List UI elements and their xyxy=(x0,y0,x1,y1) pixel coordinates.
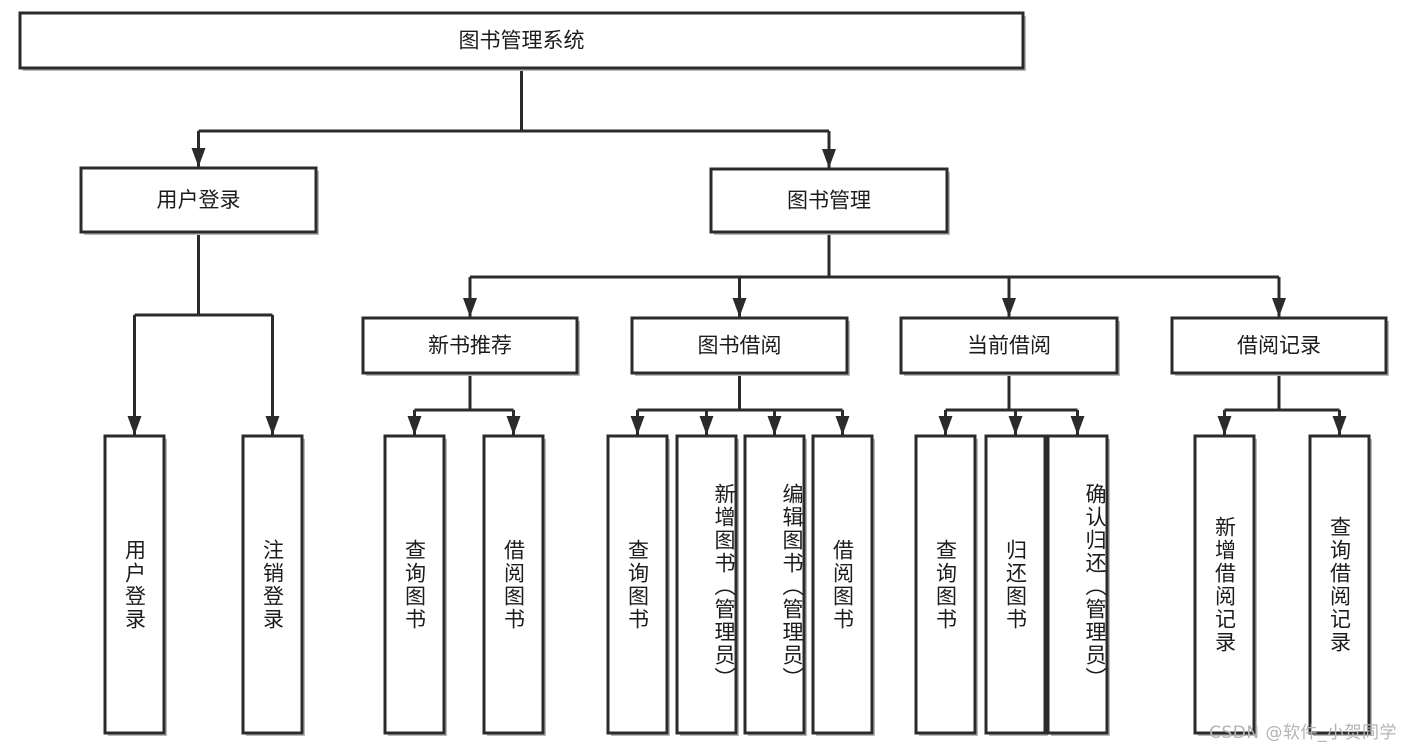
node-level2-0[interactable] xyxy=(79,166,318,234)
arrow-down-icon-leaf-4 xyxy=(630,416,645,435)
node-leaf-12[interactable] xyxy=(1308,434,1371,735)
node-leaf-5[interactable] xyxy=(675,434,738,735)
arrow-down-icon-l2-0 xyxy=(191,148,206,167)
node-leaf-1[interactable] xyxy=(241,434,304,735)
node-level3-3[interactable] xyxy=(1170,316,1388,375)
node-leaf-0[interactable] xyxy=(103,434,166,735)
arrow-down-icon-l3-2 xyxy=(1002,298,1016,317)
arrow-down-icon-leaf-0 xyxy=(127,416,142,435)
arrow-down-icon-l2-1 xyxy=(822,149,836,168)
arrow-down-icon-leaf-5 xyxy=(699,416,714,435)
arrow-down-icon-leaf-9 xyxy=(1008,416,1023,435)
arrow-down-icon-leaf-6 xyxy=(767,416,782,435)
boxes-layer xyxy=(18,11,1389,736)
node-root[interactable] xyxy=(18,11,1025,70)
node-leaf-8[interactable] xyxy=(914,434,977,735)
node-level3-1-label: 图书借阅 xyxy=(698,334,782,358)
node-leaf-6[interactable] xyxy=(743,434,806,735)
node-level3-0-label: 新书推荐 xyxy=(428,334,512,358)
node-level2-1-label: 图书管理 xyxy=(787,189,871,213)
arrow-down-icon-leaf-12 xyxy=(1332,416,1347,435)
arrow-down-icon-l3-0 xyxy=(463,298,477,317)
arrow-down-icon-l3-3 xyxy=(1272,298,1286,317)
arrow-down-icon-leaf-2 xyxy=(407,416,422,435)
node-level3-1[interactable] xyxy=(630,316,849,375)
arrow-down-icon-leaf-7 xyxy=(835,416,850,435)
node-root-label: 图书管理系统 xyxy=(459,29,585,53)
node-leaf-9[interactable] xyxy=(984,434,1047,735)
arrow-down-icon-leaf-10 xyxy=(1070,416,1085,435)
node-level2-0-label: 用户登录 xyxy=(157,188,241,212)
node-level2-1[interactable] xyxy=(709,167,949,234)
arrow-down-icon-leaf-3 xyxy=(506,416,521,435)
node-level3-3-label: 借阅记录 xyxy=(1237,334,1321,358)
node-level3-0[interactable] xyxy=(361,316,579,375)
connectors-layer xyxy=(127,68,1347,435)
node-leaf-10[interactable] xyxy=(1046,434,1109,735)
arrow-down-icon-leaf-11 xyxy=(1217,416,1232,435)
csdn-watermark: CSDN @软件_小贺同学 xyxy=(1209,723,1397,743)
node-level3-2[interactable] xyxy=(899,316,1119,375)
node-level3-2-label: 当前借阅 xyxy=(967,334,1051,358)
node-leaf-3[interactable] xyxy=(482,434,545,735)
arrow-down-icon-leaf-1 xyxy=(265,416,280,435)
node-leaf-2[interactable] xyxy=(383,434,446,735)
node-leaf-11[interactable] xyxy=(1193,434,1256,735)
node-leaf-4[interactable] xyxy=(606,434,669,735)
arrow-down-icon-l3-1 xyxy=(732,298,747,317)
arrow-down-icon-leaf-8 xyxy=(938,416,953,435)
node-leaf-7[interactable] xyxy=(811,434,874,735)
